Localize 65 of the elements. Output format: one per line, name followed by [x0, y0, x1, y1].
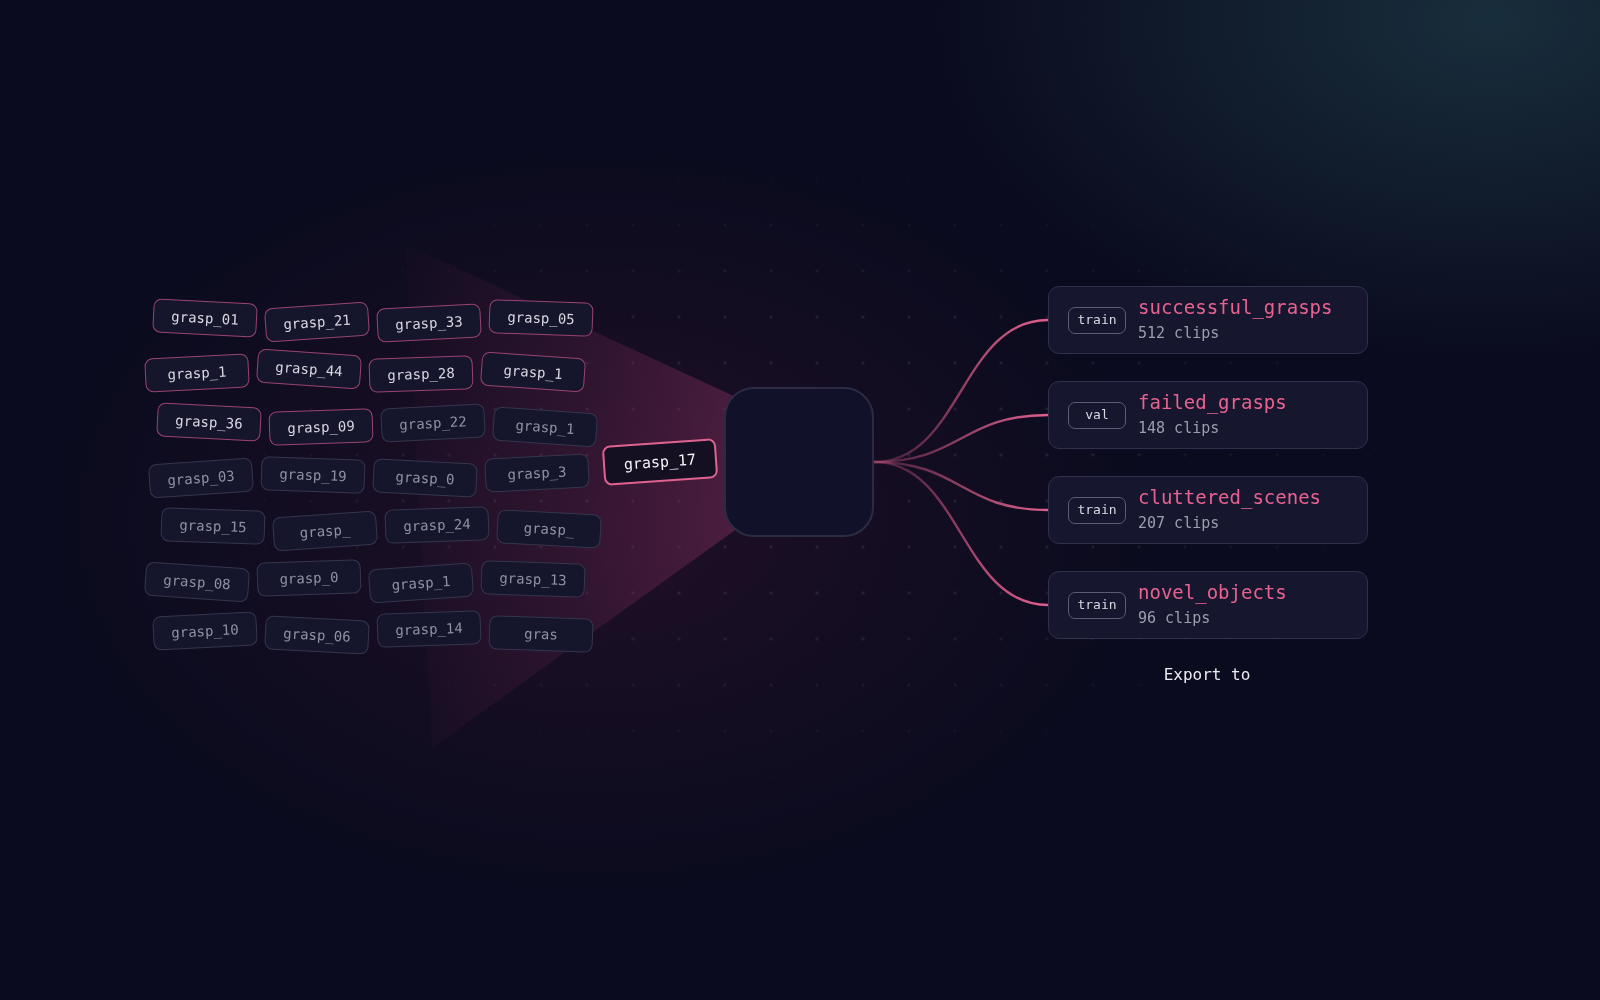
connector-line	[872, 460, 1050, 607]
clip-card	[156, 402, 262, 442]
clip-count: 512 clips	[1138, 323, 1220, 343]
clip-card	[372, 458, 478, 498]
clip-name: grasp_09	[287, 416, 355, 438]
clip-name: grasp_06	[282, 624, 352, 646]
clip-count: 96 clips	[1138, 608, 1211, 628]
clip-count: 148 clips	[1138, 418, 1220, 438]
clip-name: grasp_36	[174, 411, 244, 433]
clip-card	[488, 615, 594, 653]
clip-name: grasp_21	[282, 310, 352, 334]
clip-card	[376, 610, 482, 648]
split-tag: train	[1068, 497, 1126, 524]
dataset-name: novel_objects	[1138, 580, 1287, 604]
clip-card	[488, 299, 594, 337]
clip-name: grasp_1	[167, 362, 227, 384]
clip-name: grasp_22	[398, 412, 468, 434]
clip-card	[368, 355, 474, 393]
clip-name: grasp_24	[403, 514, 471, 536]
clip-name: grasp_15	[179, 515, 247, 537]
dataset-name: failed_grasps	[1138, 390, 1287, 414]
clip-card	[256, 559, 362, 597]
dataset-card	[1048, 476, 1368, 544]
clip-name: grasp_14	[395, 618, 463, 640]
clip-name: grasp_13	[499, 568, 567, 590]
split-tag: val	[1068, 402, 1126, 429]
clip-name: grasp_10	[170, 620, 240, 642]
clip-name: grasp_17	[623, 450, 697, 474]
clip-card	[160, 507, 266, 545]
clip-card	[152, 298, 258, 338]
clip-card	[260, 456, 366, 494]
clip-card	[376, 303, 482, 343]
clip-name: grasp_01	[170, 307, 240, 329]
dataset-card	[1048, 286, 1368, 354]
clip-name: grasp_0	[279, 568, 339, 588]
clip-name: grasp_19	[279, 464, 347, 486]
section-heading: Export to	[1163, 665, 1251, 685]
clip-name: grasp_	[299, 520, 351, 542]
clip-name: grasp_05	[507, 307, 575, 329]
clip-card	[264, 615, 370, 655]
clip-name: grasp_28	[387, 363, 455, 385]
clip-name: grasp_03	[166, 466, 236, 490]
clip-name: grasp_1	[514, 415, 576, 439]
clip-name: grasp_3	[507, 462, 567, 484]
clip-name: grasp_1	[502, 360, 564, 384]
clip-card	[384, 506, 490, 544]
clip-card	[268, 408, 374, 446]
clip-name: gras	[523, 624, 559, 644]
clip-card	[144, 353, 250, 393]
clip-name: grasp_	[523, 518, 575, 540]
clip-card	[152, 611, 258, 651]
clip-card	[380, 403, 486, 443]
clip-count: 207 clips	[1138, 513, 1220, 533]
clip-name: grasp_1	[390, 571, 452, 595]
clip-name: grasp_08	[162, 570, 232, 594]
split-tag: train	[1068, 307, 1126, 334]
clip-name: grasp_33	[394, 312, 464, 334]
dataset-name: successful_grasps	[1138, 295, 1333, 319]
dataset-card	[1048, 381, 1368, 449]
clip-name: grasp_0	[395, 467, 455, 489]
dataset-name: cluttered_scenes	[1138, 485, 1322, 509]
clip-name: grasp_44	[274, 357, 344, 381]
dataset-card	[1048, 571, 1368, 639]
hub-tile	[724, 387, 874, 537]
split-tag: train	[1068, 592, 1126, 619]
